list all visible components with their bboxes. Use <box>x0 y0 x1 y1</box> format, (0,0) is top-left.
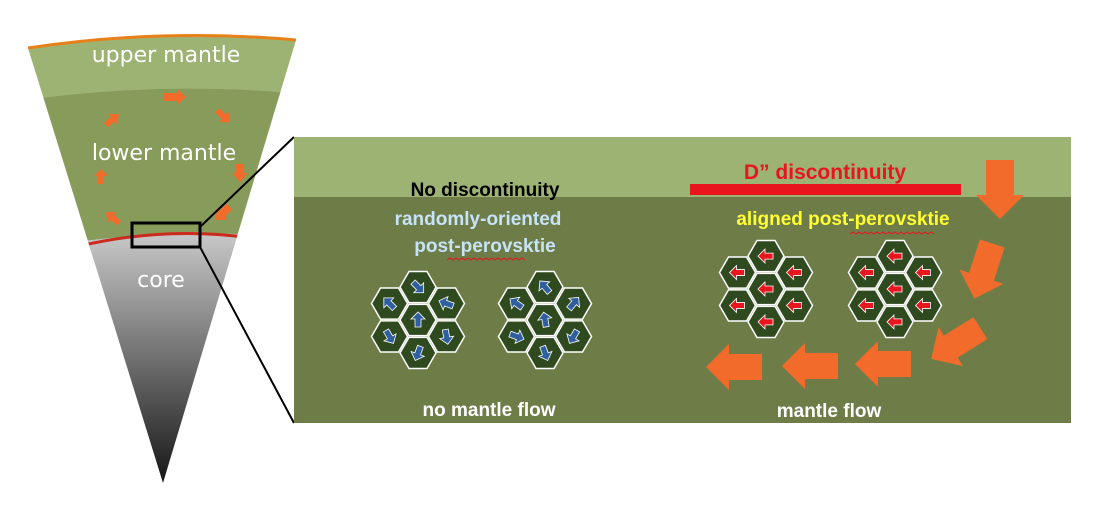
lower-mantle-label: lower mantle <box>92 141 236 166</box>
convection-arrows <box>94 89 248 226</box>
orientation-arrow-icon <box>438 295 455 311</box>
crystal-grain <box>876 239 914 273</box>
aligned-crystal-cluster-1 <box>718 239 814 339</box>
flow-arrow <box>976 160 1024 219</box>
mantle-flow-caption: mantle flow <box>777 401 882 422</box>
flow-arrow <box>959 239 1005 299</box>
orientation-arrow-icon <box>914 297 931 314</box>
crystal-grain <box>399 270 437 304</box>
crystal-grain <box>904 289 943 322</box>
crystal-grain <box>526 270 564 304</box>
crystal-grain <box>497 320 536 353</box>
orientation-arrow-icon <box>538 280 553 295</box>
orientation-arrow-icon <box>785 264 802 281</box>
orientation-arrow-icon <box>785 297 802 314</box>
crystal-grain <box>876 305 914 339</box>
crystal-grain <box>775 256 814 289</box>
convection-arrow <box>215 108 230 123</box>
convection-arrow <box>103 113 119 128</box>
orientation-arrow-icon <box>857 264 874 281</box>
orientation-arrow-icon <box>410 279 425 294</box>
crystal-grain <box>526 303 564 337</box>
flow-arrow <box>782 343 838 389</box>
convection-arrow <box>215 203 233 221</box>
crystal-grain <box>399 303 437 337</box>
random-subheading-line1: randomly-oriented <box>395 209 562 230</box>
crystal-grain <box>526 336 564 370</box>
earth-wedge: upper mantle lower mantle core <box>27 34 297 483</box>
upper-mantle-label: upper mantle <box>92 43 241 68</box>
no-mantle-flow-caption: no mantle flow <box>423 400 556 421</box>
flow-arrow <box>855 341 911 387</box>
spellcheck-underline <box>849 231 935 235</box>
orientation-arrow-icon <box>509 296 525 311</box>
orientation-arrow-icon <box>857 297 874 314</box>
aligned-crystal-cluster-2 <box>847 239 943 339</box>
orientation-arrow-icon <box>566 296 580 312</box>
orientation-arrow-icon <box>410 344 426 361</box>
orientation-arrow-icon <box>382 328 397 344</box>
orientation-arrow-icon <box>886 313 903 330</box>
crust-line <box>27 34 297 50</box>
orientation-arrow-icon <box>728 297 745 314</box>
orientation-arrow-icon <box>757 313 774 330</box>
crystal-grain <box>847 256 886 289</box>
crystal-grain <box>399 336 437 370</box>
crystal-grain <box>427 320 466 353</box>
convection-arrow <box>94 169 108 184</box>
orientation-arrow-icon <box>886 248 903 265</box>
convection-arrow <box>163 89 186 105</box>
mantle-flow-arrows <box>706 160 1024 390</box>
zoom-line-top <box>199 136 295 228</box>
crystal-grain <box>370 287 409 320</box>
crystal-grain <box>847 289 886 322</box>
random-crystal-cluster-2 <box>497 270 593 370</box>
crystal-grain <box>370 320 409 353</box>
convection-arrow <box>232 164 248 182</box>
orientation-arrow-icon <box>537 311 553 328</box>
zoom-box <box>130 221 202 249</box>
crystal-grain <box>876 272 914 306</box>
crystal-grain <box>904 256 943 289</box>
aligned-subheading: aligned post-perovsktie <box>736 209 949 230</box>
zoom-line-bottom <box>199 246 295 424</box>
crystal-grain <box>747 239 785 273</box>
orientation-arrow-icon <box>537 344 553 361</box>
crystal-grain <box>747 272 785 306</box>
orientation-arrow-icon <box>566 328 581 344</box>
convection-arrow <box>106 211 122 226</box>
crystal-grain <box>554 287 593 320</box>
orientation-arrow-icon <box>728 264 745 281</box>
spellcheck-underline <box>446 257 526 261</box>
flow-arrow <box>706 344 762 390</box>
core-label: core <box>137 268 185 293</box>
flow-arrow <box>931 317 988 367</box>
no-discontinuity-heading: No discontinuity <box>411 180 560 201</box>
core-mantle-boundary <box>79 232 253 248</box>
crystal-grain <box>427 287 466 320</box>
d-discontinuity-bar <box>690 184 961 195</box>
crystal-grain <box>718 289 757 322</box>
crystal-grain <box>775 289 814 322</box>
inset-panel: No discontinuity randomly-oriented post-… <box>294 137 1071 423</box>
random-subheading-line2: post-perovsktie <box>414 236 555 257</box>
orientation-arrow-icon <box>410 311 426 328</box>
random-crystal-cluster-1 <box>370 270 466 370</box>
orientation-arrow-icon <box>886 281 903 297</box>
crystal-grain <box>747 305 785 339</box>
orientation-arrow-icon <box>757 281 774 297</box>
orientation-arrow-icon <box>383 297 398 312</box>
crystal-grain <box>554 320 593 353</box>
orientation-arrow-icon <box>508 329 525 345</box>
d-discontinuity-heading: D” discontinuity <box>744 161 906 184</box>
orientation-arrow-icon <box>914 264 931 281</box>
orientation-arrow-icon <box>438 328 455 345</box>
orientation-arrow-icon <box>757 248 774 265</box>
crystal-grain <box>718 256 757 289</box>
crystal-grain <box>497 287 536 320</box>
